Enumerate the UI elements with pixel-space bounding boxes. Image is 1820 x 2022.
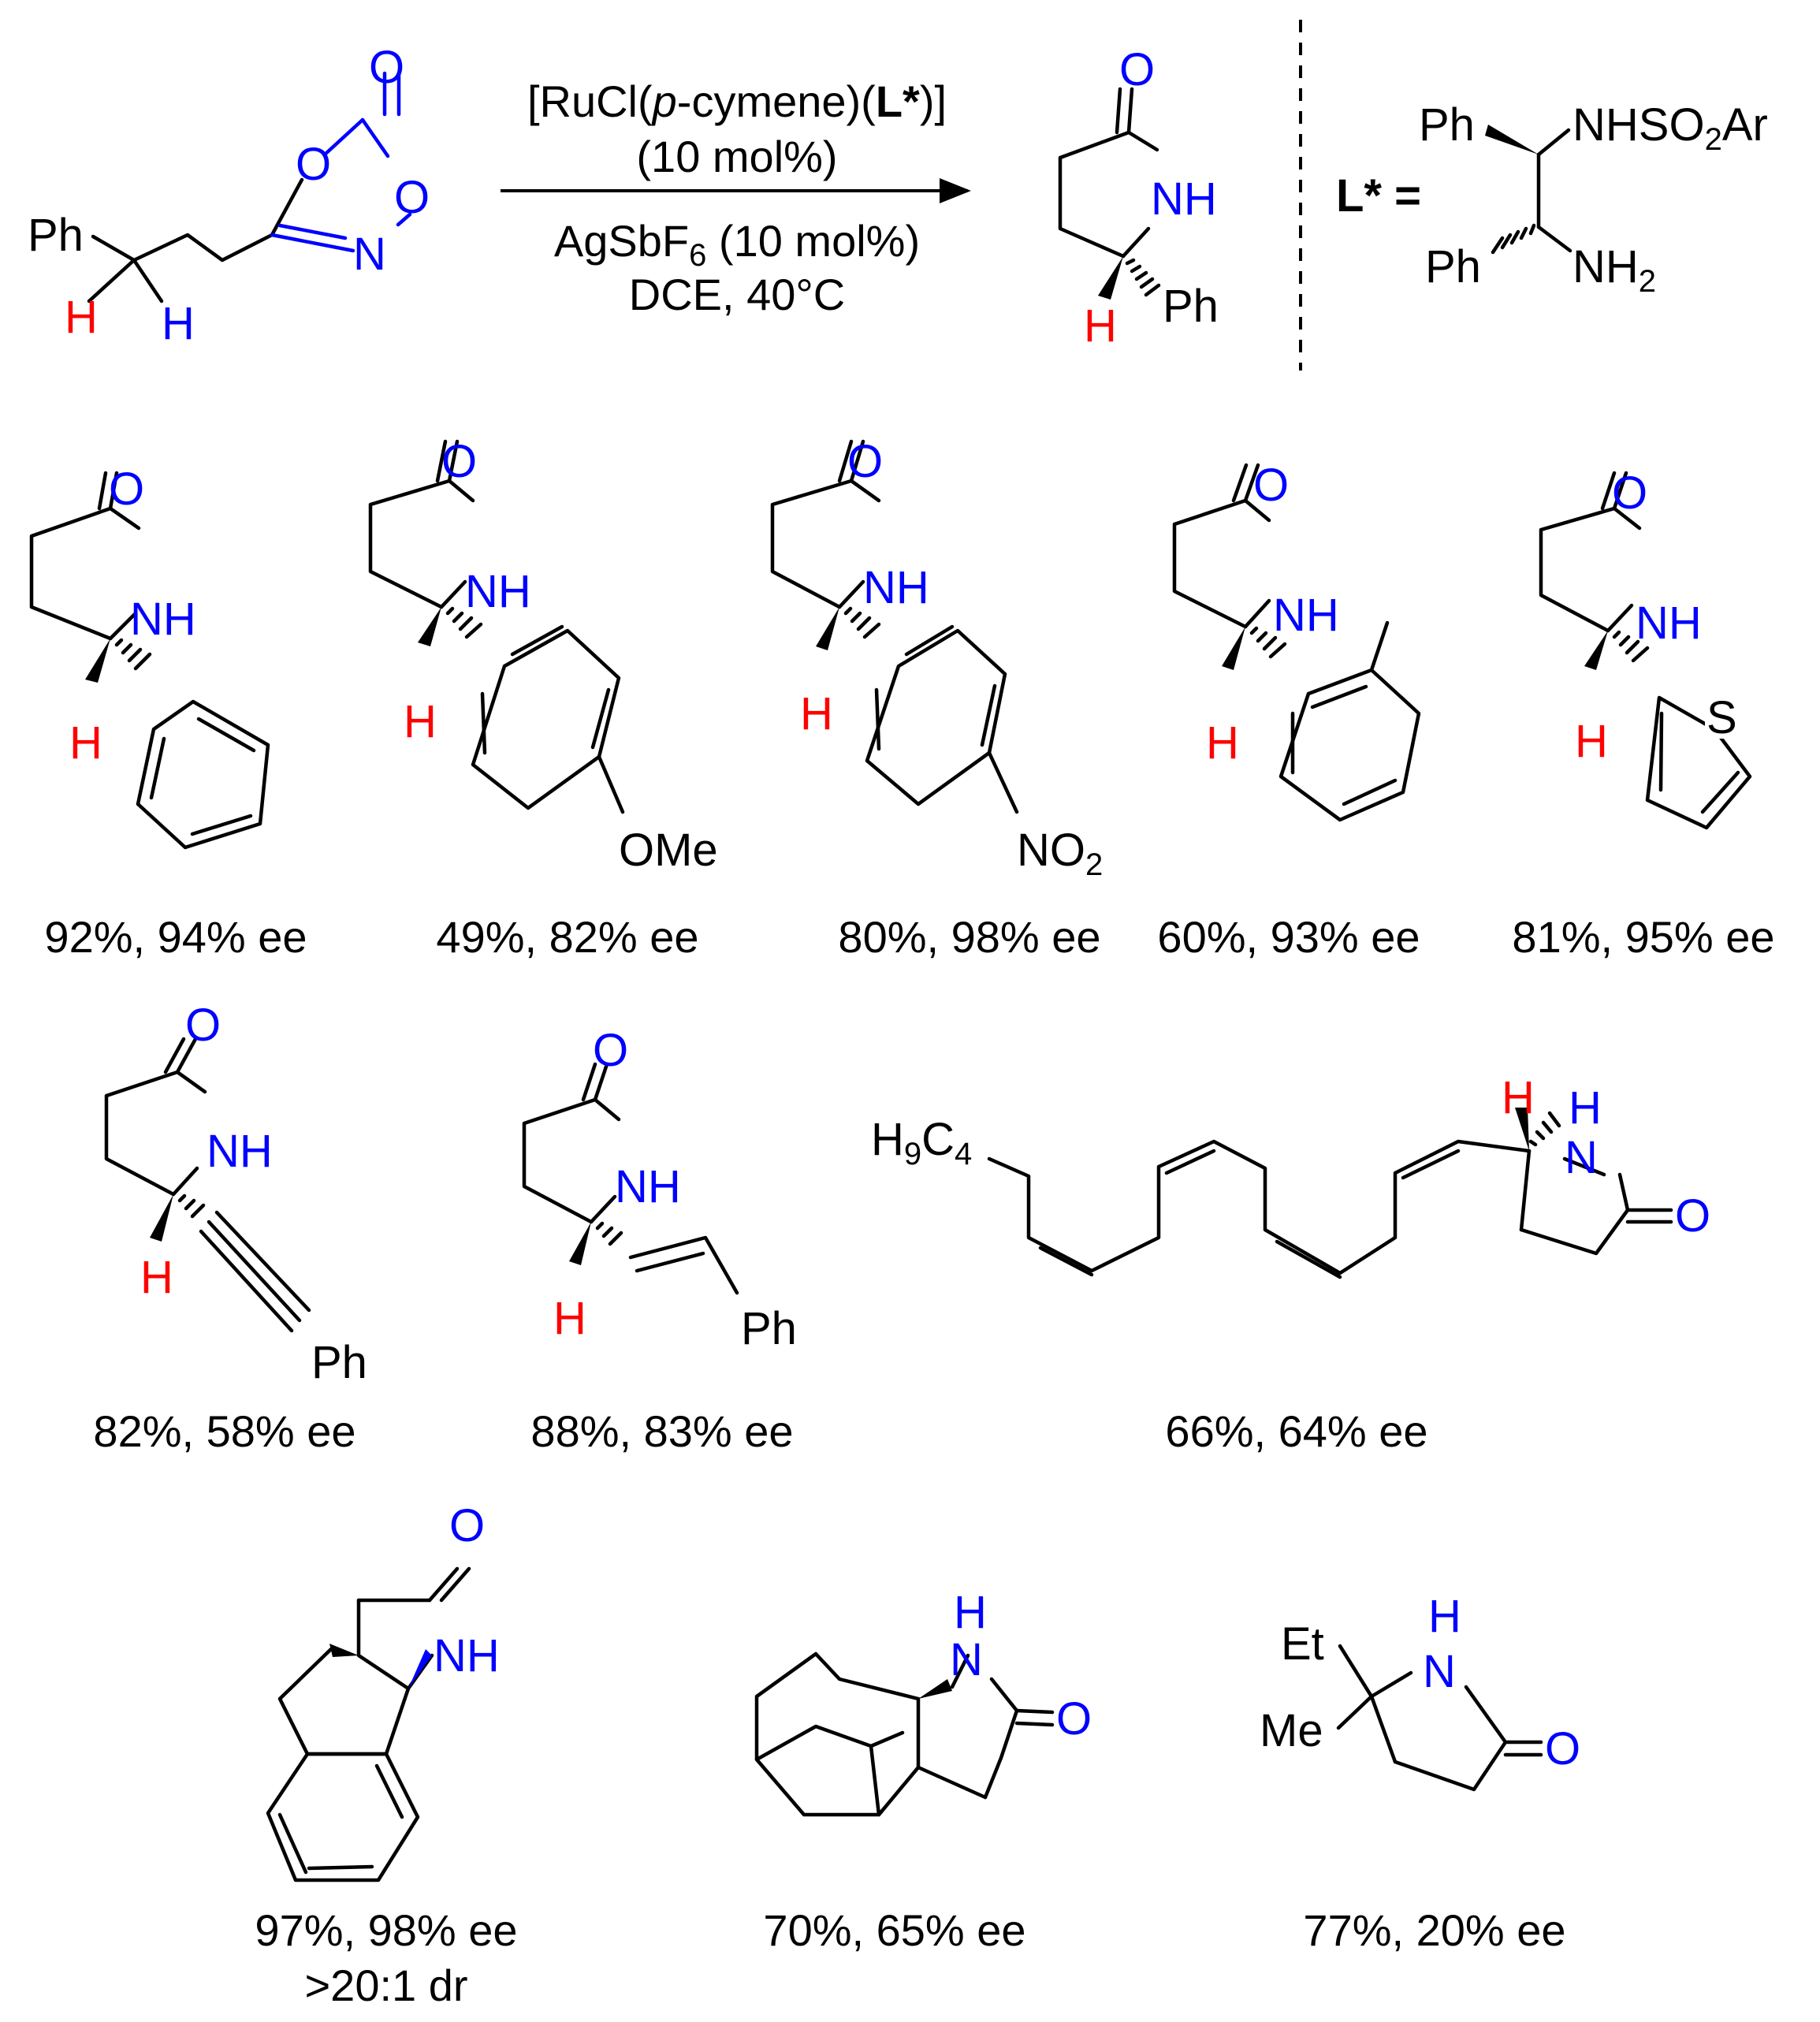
yield-indane-fused: 97%, 98% ee xyxy=(255,1905,517,1955)
product-indane-fused: O NH xyxy=(266,1500,500,1882)
product-ethyl-methyl: Et Me H N O xyxy=(1260,1591,1580,1792)
svg-text:H: H xyxy=(553,1293,586,1344)
yield-phenyl: 92%, 94% ee xyxy=(44,912,307,962)
svg-text:H: H xyxy=(1428,1591,1461,1642)
svg-text:N: N xyxy=(950,1634,983,1685)
svg-text:O: O xyxy=(449,1500,485,1551)
ligand-wedge xyxy=(1485,125,1539,155)
svg-text:H: H xyxy=(404,696,437,747)
svg-text:Et: Et xyxy=(1281,1618,1324,1670)
svg-text:NO2: NO2 xyxy=(1017,825,1103,882)
svg-text:H: H xyxy=(800,688,833,739)
yield-p-nitrophenyl: 80%, 98% ee xyxy=(838,912,1100,962)
dr-indane-fused: >20:1 dr xyxy=(304,1961,467,2010)
ligand-nhso2ar: NHSO2Ar xyxy=(1572,99,1768,157)
yield-ethyl-methyl: 77%, 20% ee xyxy=(1303,1905,1565,1955)
product-ph: Ph xyxy=(1163,281,1219,332)
svg-text:Ph: Ph xyxy=(311,1337,367,1388)
svg-text:O: O xyxy=(593,1025,628,1076)
product-o-tolyl: O NH H xyxy=(1172,460,1421,822)
reactant-dioxazolone: Ph H H O O O N xyxy=(28,42,430,349)
reactant-n: N xyxy=(353,229,386,280)
product-phenylethynyl: O NH H Ph xyxy=(104,1000,367,1388)
reactant-ph-label: Ph xyxy=(28,210,84,261)
product-styryl: O NH H Ph xyxy=(522,1025,797,1354)
product-h: H xyxy=(1084,300,1117,352)
svg-text:NH: NH xyxy=(465,566,531,617)
product-phenyl: O NH H xyxy=(29,464,270,850)
svg-text:H: H xyxy=(69,717,102,769)
svg-text:Me: Me xyxy=(1260,1705,1323,1756)
svg-text:H: H xyxy=(1502,1072,1535,1123)
yield-styryl: 88%, 83% ee xyxy=(530,1406,793,1456)
catalyst-text: [RuCl(p-cymene)(L*)] xyxy=(527,76,947,126)
svg-text:NH: NH xyxy=(615,1161,681,1212)
svg-text:NH: NH xyxy=(863,562,929,613)
svg-text:NH: NH xyxy=(130,594,196,645)
svg-text:NH: NH xyxy=(207,1126,273,1177)
svg-text:H: H xyxy=(1206,717,1239,769)
product-adamantane-fused: H N O xyxy=(754,1587,1092,1817)
yield-phenylethynyl: 82%, 58% ee xyxy=(93,1406,355,1456)
svg-text:O: O xyxy=(847,436,883,487)
yield-2-thienyl: 81%, 95% ee xyxy=(1512,912,1774,962)
svg-text:O: O xyxy=(185,1000,221,1051)
product-nh: NH xyxy=(1151,173,1217,225)
svg-text:O: O xyxy=(1612,467,1647,519)
conditions-text: DCE, 40°C xyxy=(629,270,845,319)
svg-text:O: O xyxy=(1675,1190,1710,1242)
product-p-nitrophenyl: O NH H NO2 xyxy=(770,436,1103,882)
svg-text:N: N xyxy=(1565,1132,1598,1183)
yield-p-methoxyphenyl: 49%, 82% ee xyxy=(436,912,698,962)
product-o: O xyxy=(1119,44,1155,95)
svg-text:NH: NH xyxy=(1273,590,1339,641)
svg-text:H9C4: H9C4 xyxy=(871,1114,972,1171)
ligand-definition: L* = Ph NHSO2Ar Ph NH2 xyxy=(1336,99,1768,299)
product-polyene: H9C4 H H N O xyxy=(871,1072,1710,1279)
svg-text:O: O xyxy=(1056,1693,1092,1745)
svg-text:H: H xyxy=(1569,1082,1602,1134)
reactant-h-red: H xyxy=(65,292,98,343)
svg-text:N: N xyxy=(1423,1646,1456,1697)
wedge-bond xyxy=(1098,256,1123,300)
yield-o-tolyl: 60%, 93% ee xyxy=(1157,912,1420,962)
svg-text:NH: NH xyxy=(1636,598,1702,649)
svg-text:O: O xyxy=(1253,460,1289,511)
ligand-ph-bottom: Ph xyxy=(1425,241,1481,292)
yield-adamantane-fused: 70%, 65% ee xyxy=(763,1905,1025,1955)
main-product-lactam: O NH H Ph xyxy=(1058,44,1219,352)
ligand-ph-top: Ph xyxy=(1419,99,1475,151)
svg-text:H: H xyxy=(1575,716,1608,767)
svg-text:OMe: OMe xyxy=(619,825,718,876)
svg-text:O: O xyxy=(441,436,477,487)
yield-polyene: 66%, 64% ee xyxy=(1165,1406,1427,1456)
svg-text:S: S xyxy=(1706,692,1737,743)
product-2-thienyl: O NH H S xyxy=(1539,467,1752,830)
svg-text:O: O xyxy=(109,464,144,515)
ligand-nh2: NH2 xyxy=(1572,241,1656,299)
ligand-def-label: L* = xyxy=(1336,170,1421,222)
svg-text:H: H xyxy=(140,1252,173,1303)
reactant-h-blue: H xyxy=(162,298,195,349)
svg-text:Ph: Ph xyxy=(741,1303,797,1354)
reaction-conditions: [RuCl(p-cymene)(L*)] (10 mol%) AgSbF6 (1… xyxy=(501,76,971,319)
svg-text:H: H xyxy=(954,1587,987,1638)
reactant-o-ring2: O xyxy=(394,172,430,223)
svg-text:NH: NH xyxy=(434,1630,500,1681)
svg-text:O: O xyxy=(1545,1723,1580,1774)
reactant-o-ring1: O xyxy=(296,139,331,190)
reactant-o-carbonyl: O xyxy=(369,42,404,93)
catalyst-loading: (10 mol%) xyxy=(636,132,837,181)
additive-text: AgSbF6 (10 mol%) xyxy=(554,216,920,273)
product-p-methoxyphenyl: O NH H OMe xyxy=(368,436,718,876)
